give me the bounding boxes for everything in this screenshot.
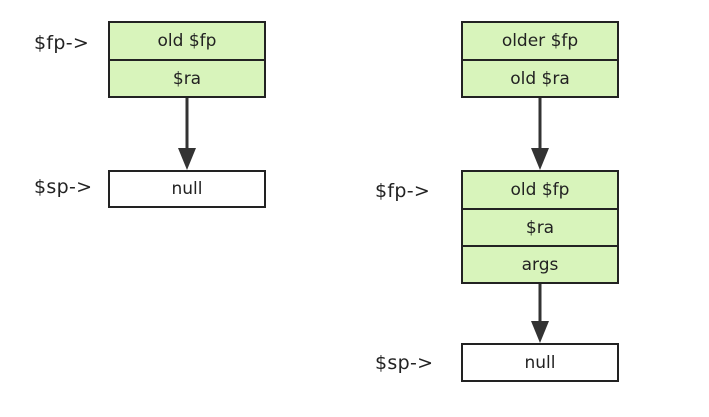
right-current-args-cell: args: [461, 245, 619, 284]
right-current-ra-label: $ra: [525, 217, 555, 238]
right-upper-arrowhead: [531, 148, 549, 170]
right-null-label: null: [524, 352, 556, 373]
left-frame-old-fp-label: old $fp: [157, 31, 217, 51]
left-frame-ra-label: $ra: [172, 68, 202, 89]
left-frame-ra-cell: $ra: [108, 59, 266, 98]
right-null-cell: null: [461, 343, 619, 382]
left-null-label: null: [171, 179, 203, 199]
left-arrowhead: [178, 148, 196, 170]
right-sp-pointer-label: $sp->: [375, 352, 434, 374]
right-caller-old-ra-cell: old $ra: [461, 59, 619, 98]
right-caller-older-fp-label: older $fp: [501, 31, 579, 51]
right-caller-older-fp-cell: older $fp: [461, 21, 619, 61]
left-sp-pointer-label: $sp->: [34, 176, 93, 198]
left-fp-pointer-label: $fp->: [34, 32, 90, 54]
right-fp-pointer-label: $fp->: [375, 180, 431, 202]
right-current-args-label: args: [521, 254, 559, 275]
right-caller-old-ra-label: old $ra: [510, 68, 570, 89]
right-lower-arrowhead: [531, 321, 549, 343]
right-current-old-fp-label: old $fp: [510, 180, 570, 200]
left-null-cell: null: [108, 170, 266, 208]
